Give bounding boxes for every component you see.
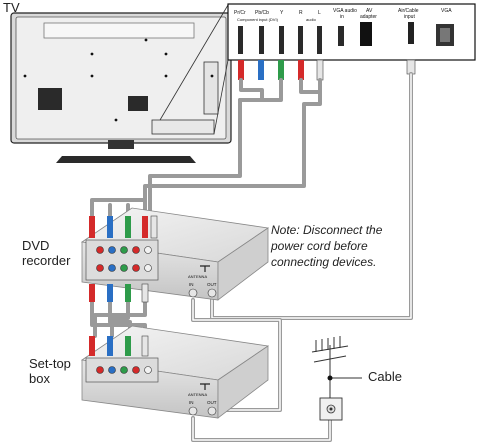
plug-pb-blue [258, 60, 264, 80]
antenna-tines [315, 336, 341, 352]
stb-antenna-out-label: OUT [207, 400, 217, 405]
stb-top-plugs [89, 335, 149, 357]
set-top-box-label-line2: box [29, 371, 50, 386]
tv-bottom-jack-panel [151, 119, 215, 135]
set-top-box-side [217, 345, 269, 419]
tv [10, 12, 232, 163]
panel-label-r: R [299, 10, 303, 16]
tv-side-plugs [238, 59, 416, 81]
stb-antenna-caption: ANTENNA [188, 392, 207, 397]
dvd-antenna-panel: ANTENNA IN OUT [188, 265, 217, 298]
panel-vga-audio-in-line2: in [340, 14, 344, 20]
panel-air-cable-line1: Air/Cable [398, 8, 419, 14]
stb-jacks [96, 366, 152, 374]
tv-stand-neck [108, 140, 134, 149]
stb-antenna-in-label: IN [189, 400, 194, 405]
plug-y-green [278, 60, 284, 80]
callout-lines [159, 4, 229, 135]
antenna-symbol-icon [200, 265, 210, 272]
panel-label-vga: VGA [441, 8, 452, 14]
set-top-box-label-line1: Set-top [29, 356, 71, 371]
panel-label-pr: Pr/Cr [234, 10, 246, 16]
dvd-recorder-label-line2: recorder [22, 253, 71, 268]
stb-antenna-in-jack [188, 406, 198, 416]
disconnect-note: Note: Disconnect the power cord before c… [271, 222, 441, 270]
set-top-box: ANTENNA IN OUT [80, 325, 270, 419]
cable-callout-dot [327, 375, 333, 381]
dvd-antenna-out-label: OUT [207, 282, 217, 287]
tv-side-jack-panel [203, 61, 219, 115]
tv-stand-base [56, 156, 196, 163]
tv-center-module [128, 96, 148, 111]
tv-back-panel [15, 16, 227, 140]
tv-top-vent [43, 22, 195, 39]
set-top-box-label: Set-top box [29, 356, 71, 386]
cable-label: Cable [368, 369, 402, 384]
dvd-recorder-label: DVD recorder [22, 238, 70, 268]
antenna-element-1 [311, 345, 349, 353]
note-line-2: power cord before [271, 239, 368, 253]
wall-outlet [319, 397, 343, 421]
dvd-recorder-label-line1: DVD [22, 238, 50, 253]
panel-label-pb: Pb/Cb [255, 10, 269, 16]
panel-air-cable-line2: input [404, 14, 415, 20]
stb-antenna-out-jack [207, 406, 217, 416]
tv-screw-dots [23, 38, 214, 122]
stb-antenna-panel: ANTENNA IN OUT [188, 383, 217, 416]
note-line-3: connecting devices. [271, 255, 377, 269]
note-line-1: Note: Disconnect the [271, 223, 383, 237]
plug-coax-tv [406, 59, 416, 75]
tv-label: TV [3, 0, 20, 15]
dvd-antenna-in-label: IN [189, 282, 194, 287]
dvd-antenna-in-jack [188, 288, 198, 298]
panel-av-adapter-line2: adapter [360, 14, 377, 20]
panel-component-caption: Component input (DVI) [237, 17, 279, 22]
panel-vga-audio-in-line1: VGA audio [333, 8, 357, 14]
dvd-top-plugs [89, 215, 158, 239]
panel-label-l: L [318, 10, 321, 16]
panel-jack-plugs [238, 26, 344, 54]
dvd-jack-plate [85, 239, 159, 281]
antenna-element-2 [313, 355, 347, 363]
stb-antenna-symbol-icon [200, 383, 210, 390]
panel-audio-caption: audio [306, 17, 317, 22]
dvd-antenna-caption: ANTENNA [188, 274, 207, 279]
vga-jack [436, 24, 454, 46]
air-cable-input-jack [408, 22, 414, 44]
dvd-jacks [96, 246, 152, 272]
panel-label-y: Y [280, 10, 284, 16]
dvd-recorder: ANTENNA IN OUT [80, 207, 270, 303]
av-adapter-jack [360, 22, 372, 46]
cable-antenna [311, 336, 362, 398]
tv-left-module [38, 88, 62, 110]
tv-connection-panel: Pr/Cr Pb/Cb Y Component input (DVI) R L … [227, 3, 476, 61]
dvd-bottom-plugs [89, 283, 149, 303]
dvd-recorder-side [217, 227, 269, 301]
panel-av-adapter-line1: AV [366, 8, 373, 14]
panel-frame [227, 3, 476, 61]
dvd-antenna-out-jack [207, 288, 217, 298]
plug-pr-red [238, 60, 244, 80]
plug-audio-r-red [298, 60, 304, 80]
plug-audio-l-white [316, 59, 324, 81]
